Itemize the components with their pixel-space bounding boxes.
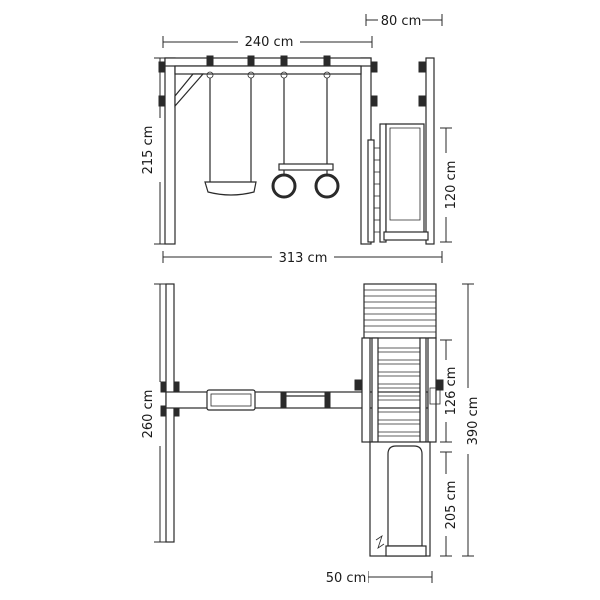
dimension-260: 260 cm xyxy=(140,283,166,543)
trapeze-bar xyxy=(278,163,334,171)
left-ring xyxy=(271,173,297,199)
dimension-label-390: 390 cm xyxy=(466,397,481,446)
dimension-label-80: 80 cm xyxy=(381,14,422,29)
dimension-label-260: 260 cm xyxy=(141,390,156,439)
dimension-80: 80 cm xyxy=(365,12,443,29)
dimension-126: 126 cm xyxy=(440,339,466,443)
swing-frame xyxy=(158,57,378,245)
swing-seat-plan xyxy=(206,389,256,411)
dimension-label-313: 313 cm xyxy=(279,251,328,266)
platform-deck xyxy=(363,283,437,339)
corner-brace xyxy=(174,73,205,108)
dimension-label-205: 205 cm xyxy=(444,481,459,530)
slide-front xyxy=(385,123,425,235)
dimension-215: 215 cm xyxy=(140,57,166,245)
swing-seat xyxy=(204,78,257,196)
slide-chute xyxy=(387,445,423,547)
left-post xyxy=(164,57,176,245)
front-view: 240 cm 80 cm 215 cm 120 cm xyxy=(140,12,466,266)
dimension-label-215: 215 cm xyxy=(141,126,156,175)
dimension-label-50: 50 cm xyxy=(326,571,367,586)
right-ring xyxy=(314,173,340,199)
dimension-label-240: 240 cm xyxy=(245,35,294,50)
dimension-205: 205 cm xyxy=(440,451,466,557)
trapeze-rings xyxy=(271,78,340,199)
dimension-390: 390 cm xyxy=(462,283,488,557)
dimension-120: 120 cm xyxy=(440,127,466,243)
top-beam xyxy=(164,57,372,67)
tower-front xyxy=(367,57,435,245)
lower-beam xyxy=(174,65,362,75)
dimension-50: 50 cm xyxy=(324,569,433,586)
left-aframe-beam xyxy=(165,283,175,543)
swing-hangers xyxy=(206,55,331,79)
top-view: 260 cm 126 cm 205 cm 390 cm xyxy=(140,283,488,586)
dimension-label-120: 120 cm xyxy=(444,161,459,210)
tower-plan xyxy=(354,283,444,443)
slide-plan xyxy=(369,441,431,557)
tower-post-right xyxy=(425,57,435,245)
dimension-label-126: 126 cm xyxy=(444,367,459,416)
dimension-240: 240 cm xyxy=(162,33,373,50)
dimension-313: 313 cm xyxy=(162,249,443,266)
